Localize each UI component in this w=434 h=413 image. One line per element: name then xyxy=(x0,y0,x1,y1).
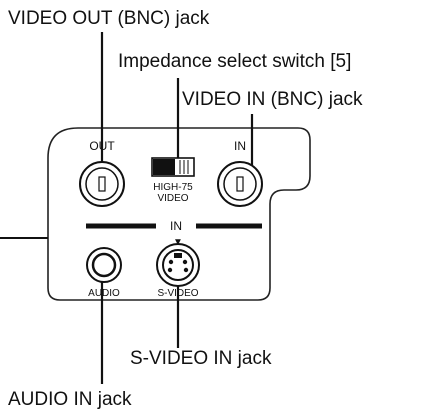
switch-label-high: HIGH-75 xyxy=(153,182,193,193)
video-out-callout: VIDEO OUT (BNC) jack xyxy=(8,8,210,29)
video-in-callout: VIDEO IN (BNC) jack xyxy=(182,89,363,110)
out-label: OUT xyxy=(89,139,115,153)
panel-outline xyxy=(47,127,311,301)
audio-in-jack[interactable] xyxy=(86,247,122,283)
svideo-label: S-VIDEO xyxy=(157,288,198,299)
svideo-in-jack[interactable] xyxy=(156,243,200,287)
video-out-bnc-jack[interactable] xyxy=(79,161,125,207)
audio-label: AUDIO xyxy=(88,288,120,299)
in-label: IN xyxy=(234,139,246,153)
audio-in-callout: AUDIO IN jack xyxy=(8,389,132,410)
impedance-switch-callout: Impedance select switch [5] xyxy=(118,51,351,72)
video-in-bnc-jack[interactable] xyxy=(217,161,263,207)
switch-label-video: VIDEO xyxy=(157,193,188,204)
in-group-label: IN xyxy=(170,219,182,233)
impedance-select-switch[interactable] xyxy=(151,157,195,177)
svideo-in-callout: S-VIDEO IN jack xyxy=(130,348,272,369)
svideo-marker-icon: ▼ xyxy=(173,237,183,248)
